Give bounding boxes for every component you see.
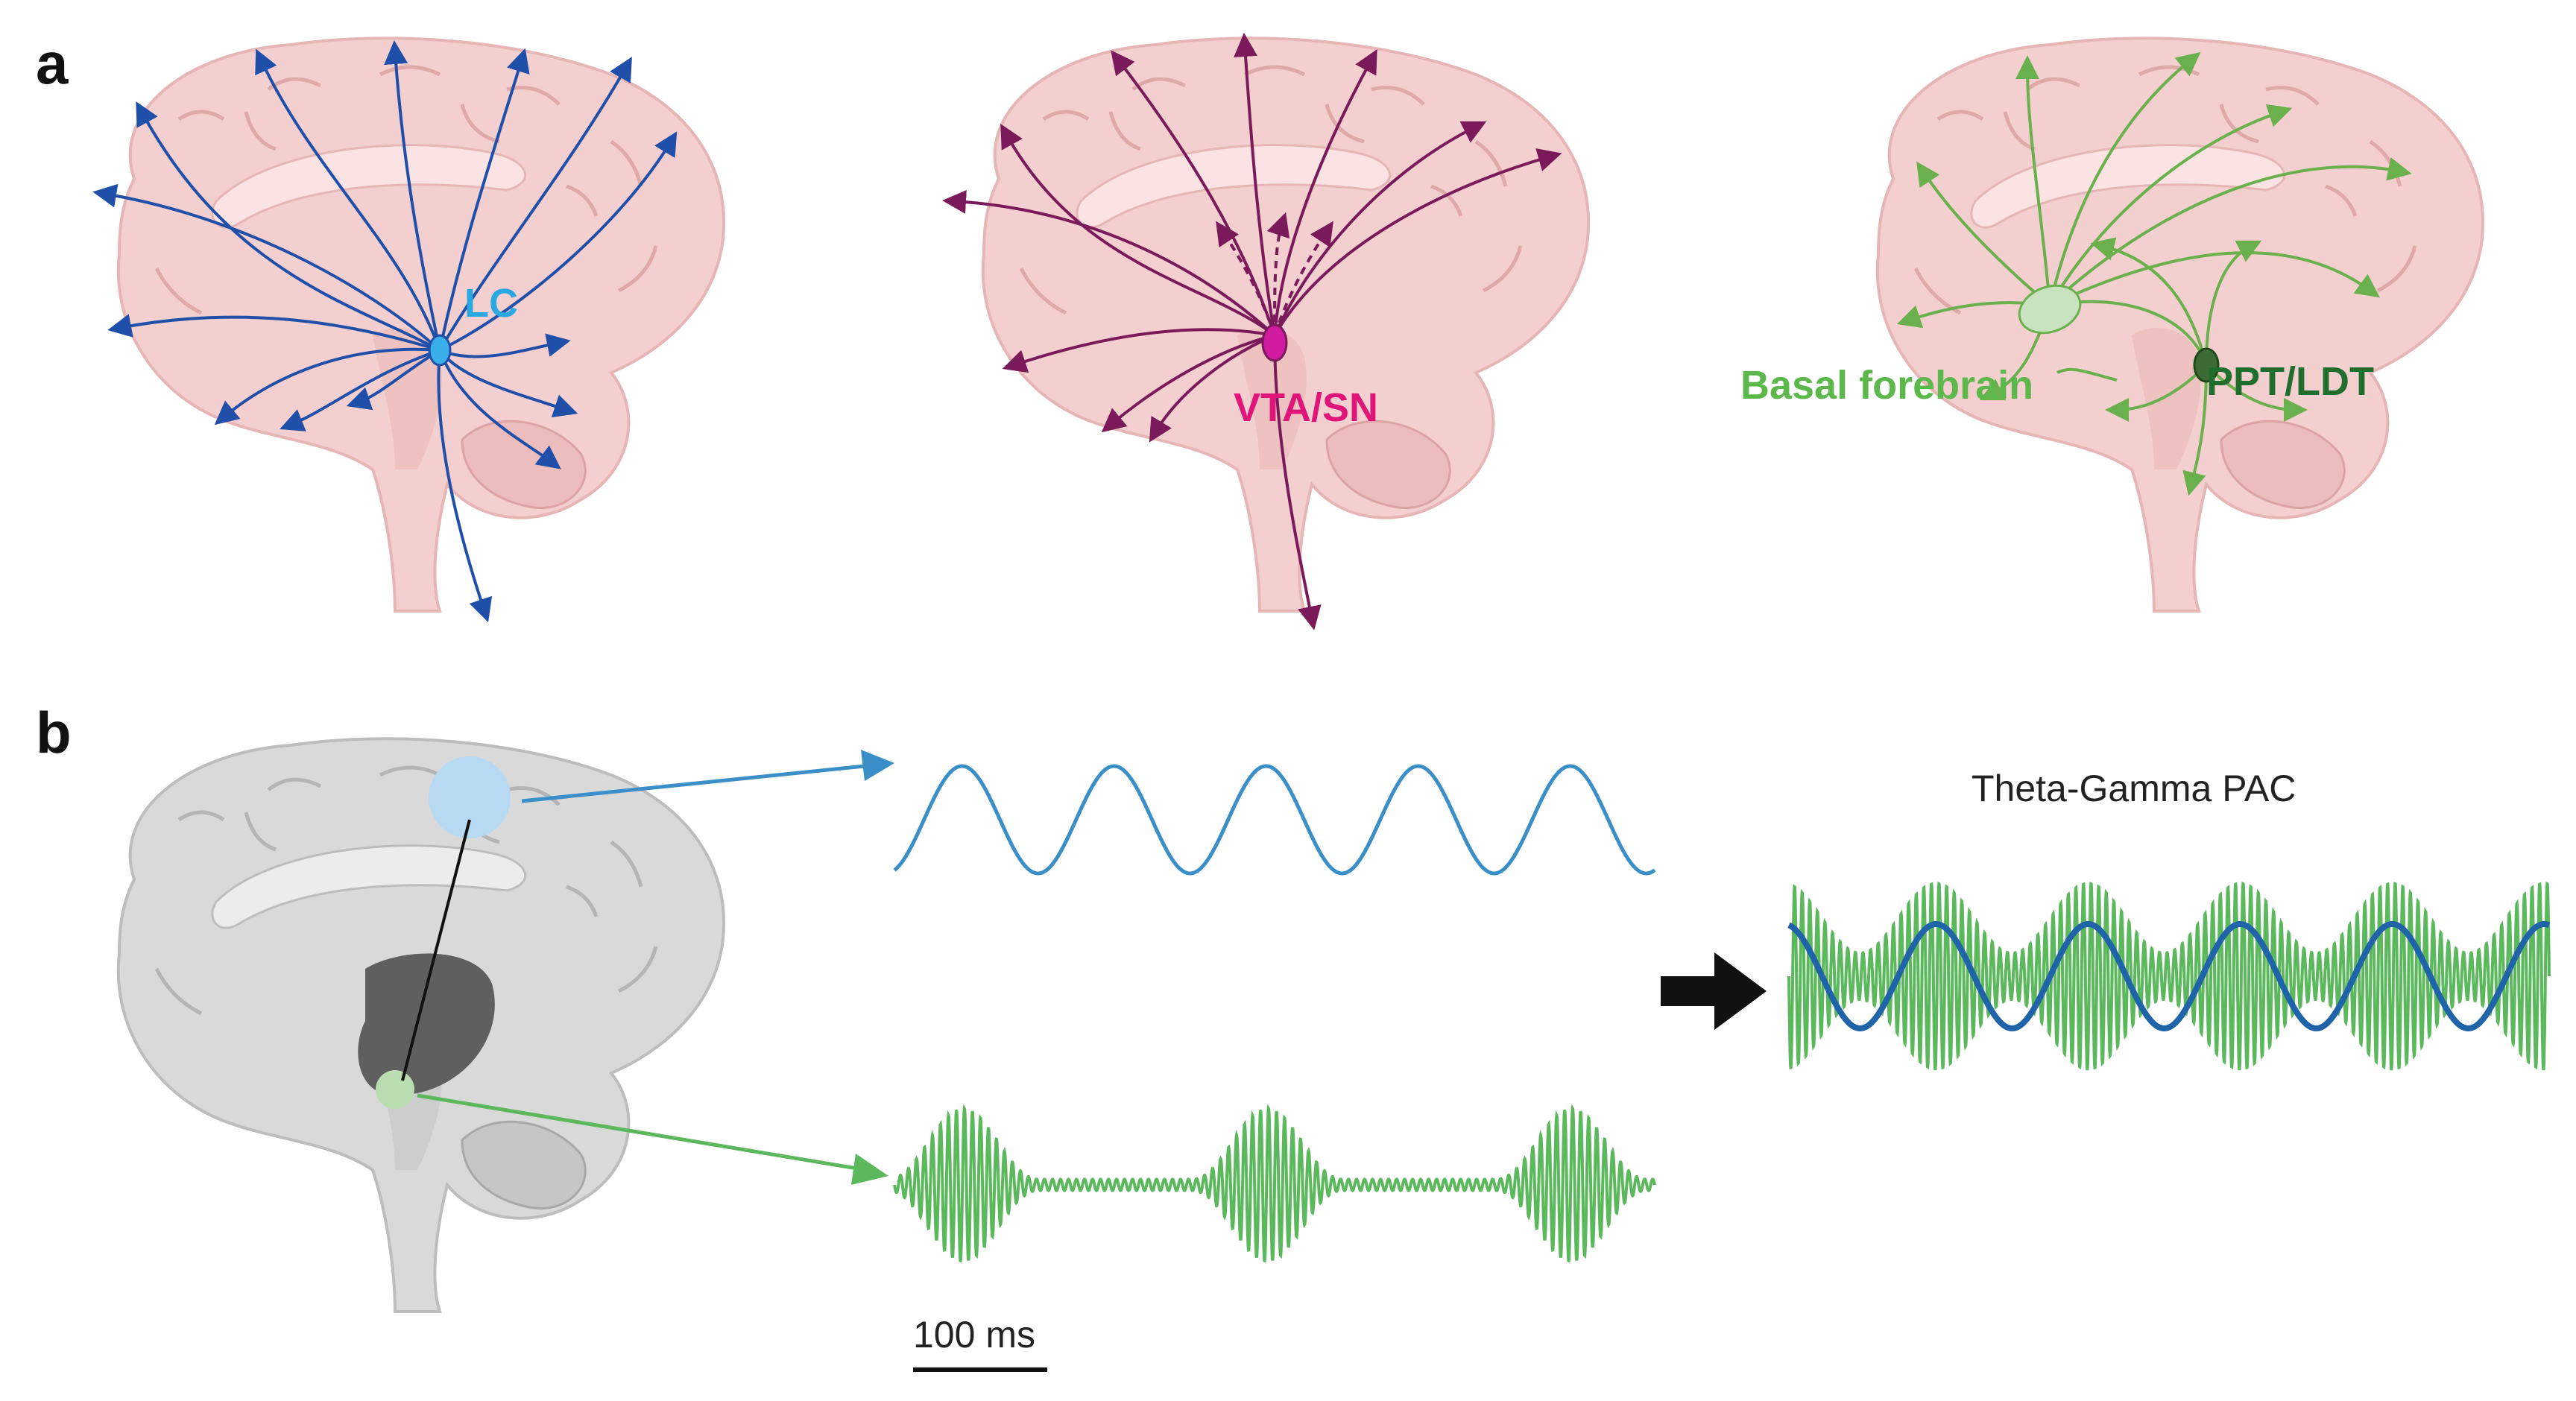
vta-sn-label: VTA/SN (1234, 385, 1378, 430)
theta-trace (893, 764, 1656, 876)
gamma-arrow-line (417, 1093, 858, 1171)
brain-vta-sn: VTA/SN (942, 33, 1588, 630)
basal-forebrain-node (2018, 284, 2082, 335)
theta-arrow-line (521, 764, 865, 803)
basal-forebrain-label: Basal forebrain (1740, 363, 2033, 408)
vta-sn-node (1261, 323, 1288, 362)
theta-arrow-head (861, 750, 894, 781)
gamma-arrow-head (851, 1154, 888, 1185)
lc-node (428, 334, 452, 367)
combine-arrow (1661, 952, 1767, 1030)
brain-gray (119, 739, 724, 1312)
vta-projections (942, 33, 1562, 630)
pac-gamma-trace (1787, 882, 2551, 1071)
lc-projections (92, 40, 678, 623)
brain-lc: LC (92, 38, 724, 623)
pac-theta-trace (1787, 920, 2551, 1032)
hippocampus-region (358, 953, 495, 1095)
gamma-trace (893, 1104, 1656, 1263)
ppt-ldt-label: PPT/LDT (2206, 359, 2374, 404)
brain-cholinergic: Basal forebrain PPT/LDT (1740, 38, 2483, 611)
trace-arrows (417, 750, 894, 1185)
panel-b-letter: b (36, 700, 72, 765)
cortex-site (429, 756, 511, 838)
lc-label: LC (464, 281, 518, 326)
site-connection (401, 819, 471, 1081)
pac-title: Theta-Gamma PAC (1972, 768, 2296, 809)
scale-bar-label: 100 ms (913, 1314, 1035, 1356)
panel-a-letter: a (36, 31, 69, 96)
hippocampus-site (376, 1070, 414, 1109)
ppt-ldt-node (2193, 347, 2220, 383)
